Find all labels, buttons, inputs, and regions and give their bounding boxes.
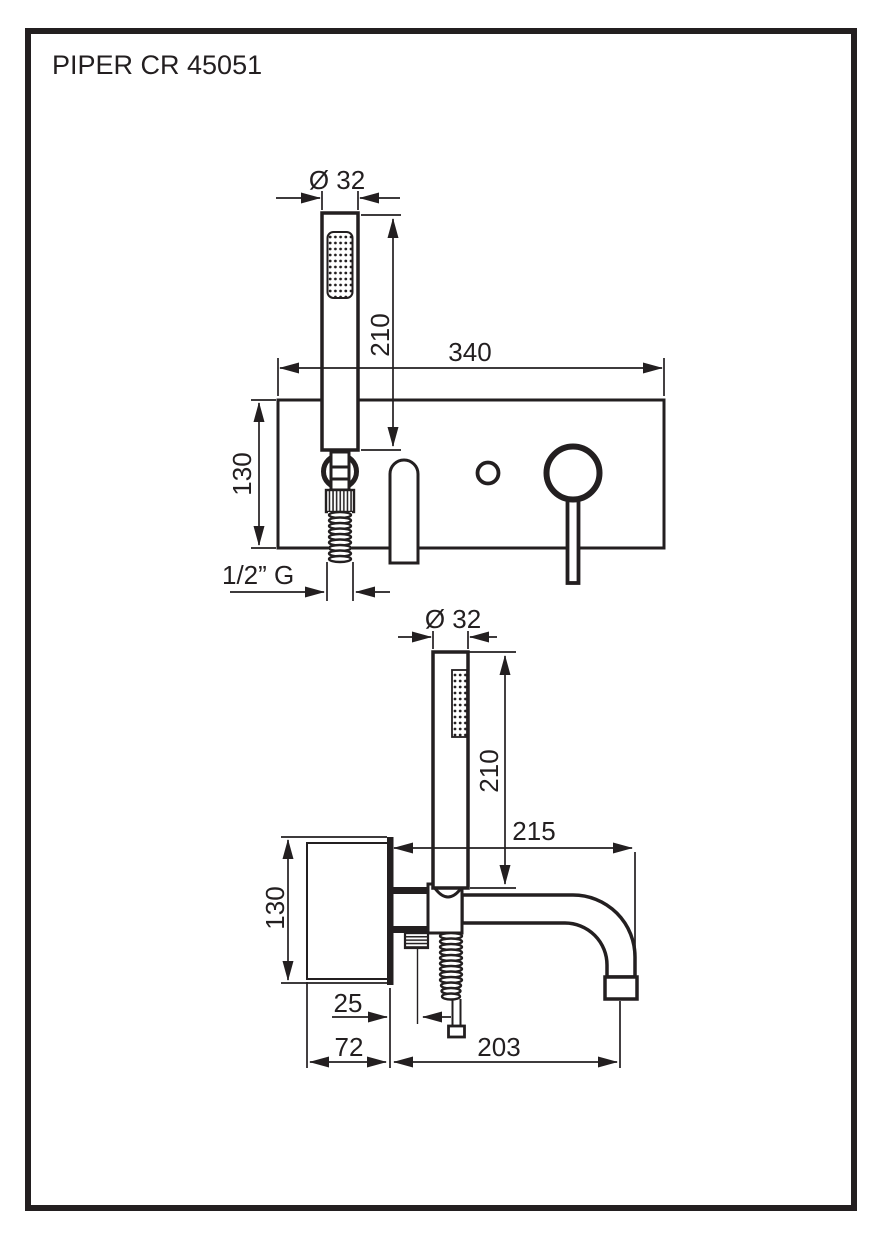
side-view: Ø 32 215 210 130 25 (260, 604, 639, 1068)
dim-plate-height: 130 (227, 399, 276, 549)
front-view: 340 130 210 Ø 32 1/2” G (222, 165, 666, 601)
dim-label-215: 215 (512, 816, 555, 846)
hose-connector-front (329, 450, 351, 492)
dim-label-130-side: 130 (260, 886, 290, 929)
drawing-title: PIPER CR 45051 (52, 50, 262, 80)
hose-nut-front (324, 488, 356, 514)
dim-label-203: 203 (477, 1032, 520, 1062)
dim-label-72: 72 (335, 1032, 364, 1062)
coil-turn (440, 992, 462, 1001)
dim-label-210: 210 (365, 313, 395, 356)
spray-face-side (451, 669, 468, 738)
dim-handle-length-side: 210 (468, 651, 516, 889)
diverter-button (475, 460, 501, 486)
dim-label-210-side: 210 (474, 749, 504, 792)
dim-label-diameter-side: Ø 32 (425, 604, 481, 634)
dim-built-in-depth: 72 (309, 1032, 387, 1068)
dim-total-projection: 215 (393, 816, 636, 954)
connection-stub (393, 887, 428, 894)
dim-head-diameter-side: Ø 32 (398, 604, 497, 649)
dim-label-340: 340 (448, 337, 491, 367)
wall-plate-side (387, 837, 394, 985)
dim-label-diameter: Ø 32 (309, 165, 365, 195)
dim-label-thread: 1/2” G (222, 560, 294, 590)
dim-plate-height-side: 130 (260, 836, 387, 984)
page-border (25, 28, 857, 1211)
hose-spring-front (327, 510, 353, 564)
dim-hose-thread: 1/2” G (222, 560, 390, 598)
spout-outlet-cap (603, 975, 639, 1001)
mixer-ring-front (543, 443, 603, 503)
dim-handle-length: 210 (361, 214, 401, 451)
spray-face-front (326, 231, 354, 299)
hose-end-cap (447, 1024, 466, 1039)
dim-label-25: 25 (334, 988, 363, 1018)
dim-label-130: 130 (227, 452, 257, 495)
dim-plate-width: 340 (277, 337, 665, 396)
coil-turn (327, 554, 353, 564)
hose-spring-side (438, 931, 464, 1001)
hose-nut-side (403, 931, 430, 950)
spout-front (388, 458, 420, 565)
dim-spout-projection: 203 (393, 1032, 618, 1068)
mixer-lever-front (565, 496, 581, 585)
dim-head-diameter: Ø 32 (276, 165, 400, 210)
dim-hose-offset: 25 (332, 988, 451, 1023)
in-wall-box (306, 842, 391, 980)
connection-stub (393, 926, 428, 933)
